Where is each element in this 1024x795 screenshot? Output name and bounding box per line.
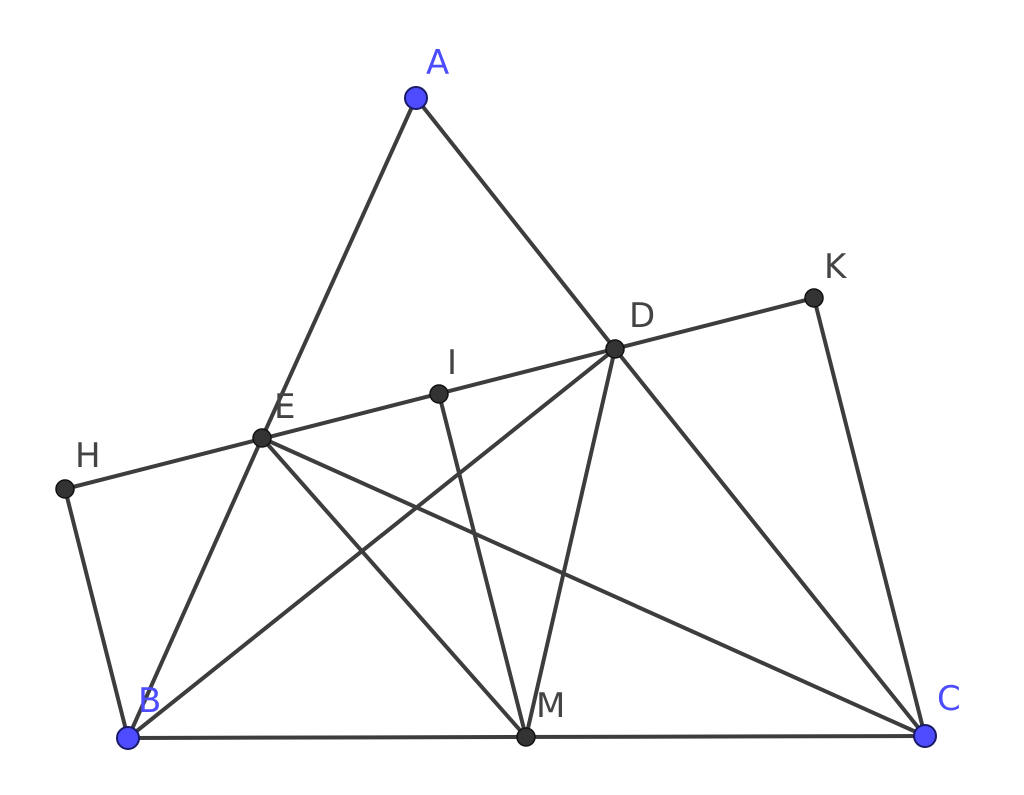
point-m <box>516 727 536 747</box>
segment-dc <box>613 347 927 738</box>
segment-hb <box>63 487 130 740</box>
segment-kc <box>812 296 927 738</box>
segment-eb <box>126 436 264 740</box>
point-e <box>252 428 272 448</box>
point-label-a: A <box>426 43 449 83</box>
segment-em <box>260 436 528 739</box>
segment-ad <box>414 96 617 351</box>
point-i <box>429 384 449 404</box>
segments-layer <box>63 96 927 740</box>
point-label-e: E <box>274 387 295 427</box>
point-c <box>913 724 937 748</box>
segment-dm <box>524 347 617 739</box>
segment-im <box>437 392 528 739</box>
point-label-m: M <box>536 686 565 726</box>
point-label-k: K <box>824 247 848 287</box>
point-label-c: C <box>937 679 961 719</box>
point-label-h: H <box>75 436 101 476</box>
point-h <box>55 479 75 499</box>
segment-ec <box>260 436 927 738</box>
points-layer <box>55 86 937 750</box>
point-label-d: D <box>629 296 655 336</box>
point-label-i: I <box>447 343 457 383</box>
point-d <box>605 339 625 359</box>
labels-layer: A B C D E H I K M <box>75 43 961 726</box>
point-k <box>804 288 824 308</box>
point-label-b: B <box>138 681 161 721</box>
segment-ae <box>260 96 418 440</box>
point-a <box>404 86 428 110</box>
segment-bd <box>126 347 617 740</box>
point-b <box>116 726 140 750</box>
